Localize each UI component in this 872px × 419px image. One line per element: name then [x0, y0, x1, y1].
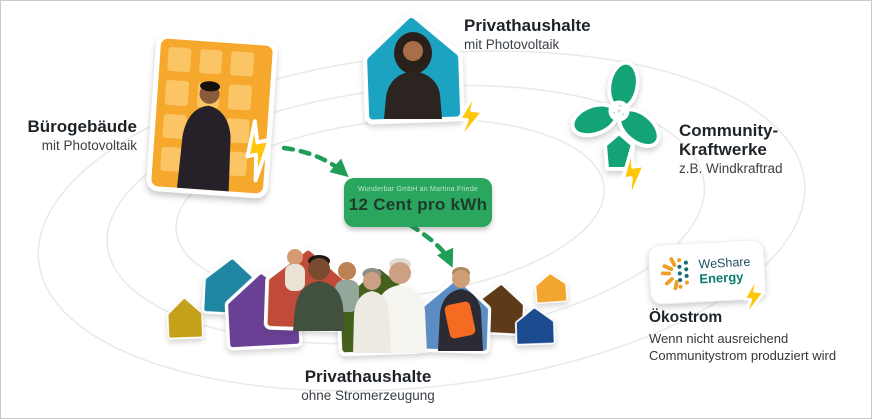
weshare-logo-icon [660, 257, 690, 291]
woman-photo [384, 32, 442, 119]
community-subtitle: z.B. Windkraftrad [679, 161, 783, 177]
house-shape [166, 297, 204, 340]
house-shape [514, 307, 556, 346]
arrow-office-to-price [281, 145, 349, 178]
weshare-energy-card: WeShare Energy [647, 239, 767, 305]
community-label: Community- Kraftwerke z.B. Windkraftrad [679, 121, 864, 178]
office-building-sticker [145, 32, 279, 200]
community-title-line1: Community- [679, 121, 779, 140]
green-power-line2: Communitystrom produziert wird [649, 348, 837, 364]
pv-household-subtitle: mit Photovoltaik [464, 37, 560, 53]
pv-household-label: Privathaushalte mit Photovoltaik [464, 16, 644, 54]
lightning-bolt-icon [245, 119, 272, 183]
wind-turbine-icon [571, 60, 661, 171]
lightning-bolt-icon [456, 89, 485, 144]
pv-household-title: Privathaushalte [464, 16, 591, 35]
lightning-bolt-icon [742, 273, 766, 321]
elderly-couple-photo [353, 258, 427, 353]
consumer-household-label: Privathaushalte ohne Stromerzeugung [253, 367, 483, 405]
consumer-household-subtitle: ohne Stromerzeugung [301, 388, 435, 404]
office-title: Bürogebäude [27, 117, 137, 136]
family-photo [285, 249, 359, 331]
community-title-line2: Kraftwerke [679, 140, 767, 160]
office-label: Bürogebäude mit Photovoltaik [13, 117, 137, 155]
price-caption: Wunderbar GmbH an Martina Friede [358, 186, 478, 193]
arrow-price-to-household [407, 222, 454, 268]
businessman-photo [176, 81, 231, 196]
green-power-label: Ökostrom Wenn nicht ausreichend Communit… [649, 309, 864, 365]
price-value: 12 Cent pro kWh [348, 195, 488, 214]
green-power-title: Ökostrom [649, 309, 723, 326]
office-subtitle: mit Photovoltaik [41, 138, 137, 154]
woman-with-folder-photo [438, 267, 483, 351]
lightning-bolt-icon [621, 145, 647, 204]
house-shape [534, 273, 568, 304]
price-tag: Wunderbar GmbH an Martina Friede 12 Cent… [344, 178, 492, 227]
green-power-line1: Wenn nicht ausreichend [649, 330, 789, 346]
consumer-household-title: Privathaushalte [304, 367, 432, 386]
